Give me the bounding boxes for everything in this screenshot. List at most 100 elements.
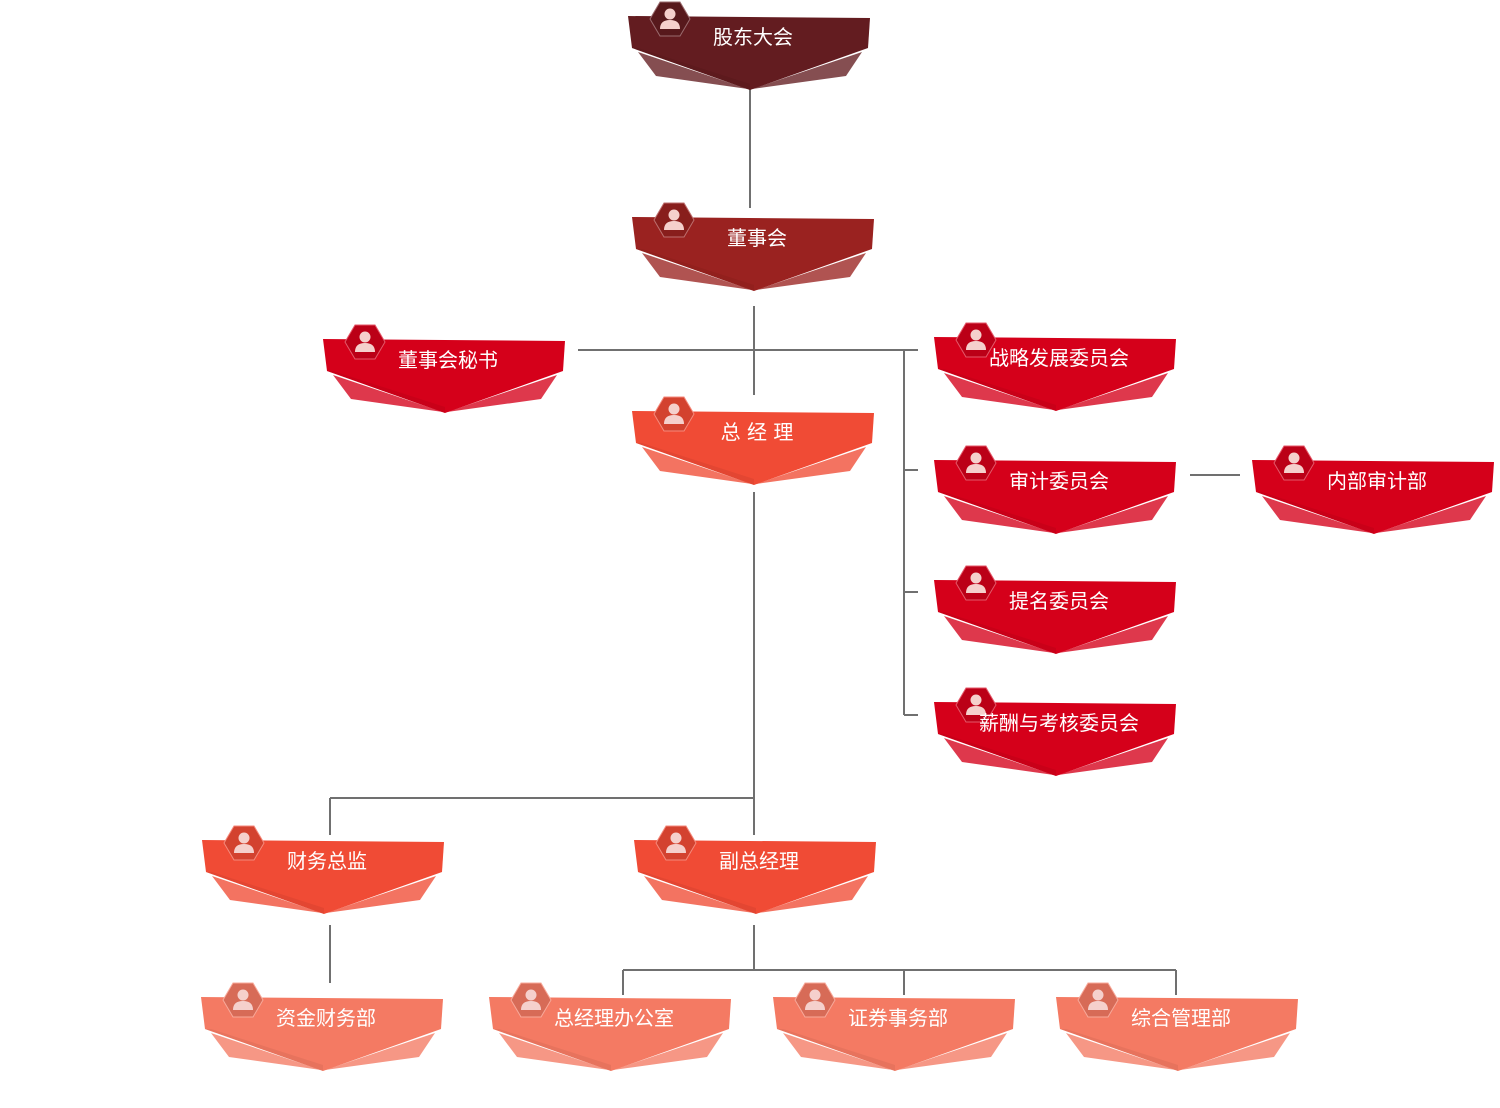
ribbon-right-flap [325, 1033, 435, 1070]
banner-fold-shade [638, 872, 756, 914]
node-banner [323, 339, 565, 413]
banner-fold-shade [632, 48, 750, 90]
ribbon-right-flap [756, 253, 866, 290]
banner-fold-shade [636, 249, 754, 291]
ribbon-left-flap [1262, 496, 1372, 533]
org-node-strategy-committee[interactable]: 战略发展委员会 [934, 322, 1176, 411]
person-icon [955, 687, 997, 723]
org-node-nomination-committee[interactable]: 提名委员会 [934, 565, 1176, 654]
node-label: 总 经 理 [721, 420, 794, 444]
node-banner [934, 580, 1176, 654]
node-banner [1056, 997, 1298, 1071]
node-label: 财务总监 [287, 849, 367, 873]
person-icon [955, 565, 997, 601]
person-icon [955, 322, 997, 358]
ribbon-right-flap [752, 52, 862, 89]
banner-fold-shade [1256, 492, 1374, 534]
org-node-admin-dept[interactable]: 综合管理部 [1056, 982, 1298, 1071]
node-banner [934, 337, 1176, 411]
ribbon-right-flap [447, 375, 557, 412]
person-icon [510, 982, 552, 1018]
node-label: 资金财务部 [276, 1006, 376, 1030]
node-banner [632, 217, 874, 291]
node-label: 提名委员会 [1009, 589, 1109, 613]
node-label: 薪酬与考核委员会 [979, 711, 1139, 735]
ribbon-right-flap [1180, 1033, 1290, 1070]
banner-fold-shade [938, 369, 1056, 411]
person-icon [223, 825, 265, 861]
ribbon-right-flap [1058, 373, 1168, 410]
ribbon-right-flap [1376, 496, 1486, 533]
person-icon [955, 445, 997, 481]
node-banner [634, 840, 876, 914]
org-node-audit-committee[interactable]: 审计委员会 [934, 445, 1176, 534]
banner-fold-shade [327, 371, 445, 413]
banner-fold-shade [777, 1029, 895, 1071]
node-label: 内部审计部 [1327, 469, 1427, 493]
ribbon-left-flap [638, 52, 748, 89]
ribbon-left-flap [499, 1033, 609, 1070]
org-node-deputy-gm[interactable]: 副总经理 [634, 825, 876, 914]
banner-fold-shade [938, 734, 1056, 776]
ribbon-left-flap [642, 447, 752, 484]
ribbon-right-flap [1058, 738, 1168, 775]
banner-fold-shade [1060, 1029, 1178, 1071]
ribbon-right-flap [897, 1033, 1007, 1070]
node-banner [773, 997, 1015, 1071]
org-node-board[interactable]: 董事会 [632, 202, 874, 291]
org-node-board-secretary[interactable]: 董事会秘书 [323, 324, 565, 413]
node-label: 综合管理部 [1131, 1006, 1231, 1030]
ribbon-left-flap [333, 375, 443, 412]
person-icon [655, 825, 697, 861]
node-banner [489, 997, 731, 1071]
ribbon-left-flap [783, 1033, 893, 1070]
person-icon [1077, 982, 1119, 1018]
org-node-internal-audit[interactable]: 内部审计部 [1252, 445, 1494, 534]
ribbon-right-flap [756, 447, 866, 484]
person-icon [222, 982, 264, 1018]
org-node-compensation-committee[interactable]: 薪酬与考核委员会 [934, 687, 1176, 776]
person-icon [653, 396, 695, 432]
node-banner [628, 16, 870, 90]
person-icon [794, 982, 836, 1018]
banner-fold-shade [938, 492, 1056, 534]
org-node-shareholders[interactable]: 股东大会 [628, 1, 870, 90]
node-banner [1252, 460, 1494, 534]
banner-fold-shade [206, 872, 324, 914]
ribbon-right-flap [758, 876, 868, 913]
ribbon-right-flap [613, 1033, 723, 1070]
ribbon-left-flap [944, 373, 1054, 410]
node-label: 战略发展委员会 [989, 346, 1129, 370]
org-node-gm-office[interactable]: 总经理办公室 [489, 982, 731, 1071]
ribbon-left-flap [642, 253, 752, 290]
node-banner [202, 840, 444, 914]
node-label: 董事会秘书 [398, 348, 498, 372]
org-node-finance-dept[interactable]: 资金财务部 [201, 982, 443, 1071]
node-label: 股东大会 [713, 25, 793, 49]
ribbon-left-flap [944, 616, 1054, 653]
node-label: 总经理办公室 [554, 1006, 674, 1030]
banner-fold-shade [205, 1029, 323, 1071]
node-banner [934, 460, 1176, 534]
org-node-general-manager[interactable]: 总 经 理 [632, 396, 874, 485]
ribbon-left-flap [212, 876, 322, 913]
ribbon-left-flap [944, 738, 1054, 775]
ribbon-left-flap [211, 1033, 321, 1070]
person-icon [1273, 445, 1315, 481]
ribbon-right-flap [1058, 496, 1168, 533]
ribbon-right-flap [326, 876, 436, 913]
org-node-cfo[interactable]: 财务总监 [202, 825, 444, 914]
node-label: 副总经理 [719, 849, 799, 873]
banner-fold-shade [938, 612, 1056, 654]
node-banner [632, 411, 874, 485]
ribbon-right-flap [1058, 616, 1168, 653]
org-node-securities-dept[interactable]: 证券事务部 [773, 982, 1015, 1071]
person-icon [649, 1, 691, 37]
ribbon-left-flap [1066, 1033, 1176, 1070]
person-icon [653, 202, 695, 238]
person-icon [344, 324, 386, 360]
node-banner [201, 997, 443, 1071]
node-banner [934, 702, 1176, 776]
